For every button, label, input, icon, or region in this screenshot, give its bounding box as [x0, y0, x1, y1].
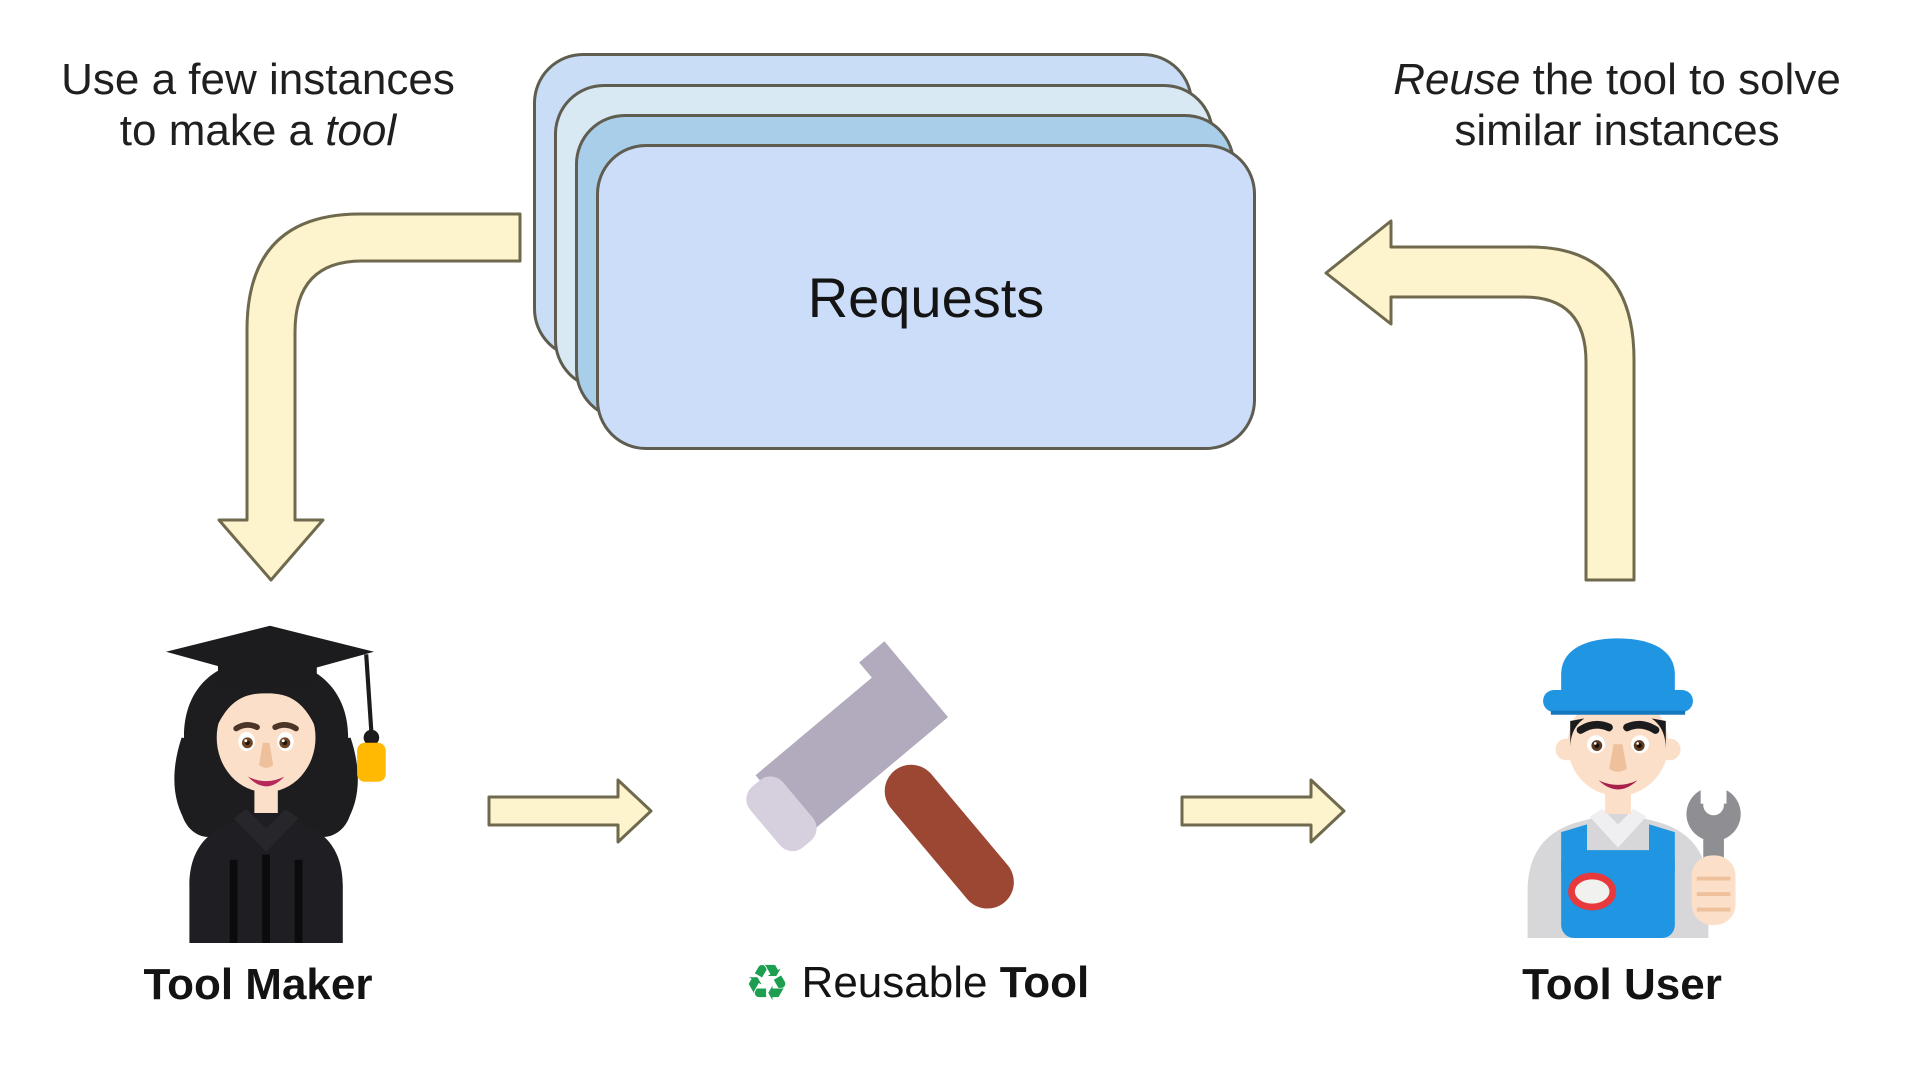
eyebrows — [233, 722, 299, 732]
cap — [1543, 638, 1693, 715]
reusable-tool-figure — [746, 630, 1082, 960]
note-reuse-tool-line1: Reuse the tool to solve — [1393, 55, 1841, 104]
gown-pleats — [229, 854, 303, 943]
arrow-maker-to-tool — [487, 778, 653, 844]
arrow-tool-to-user — [1180, 778, 1346, 844]
face — [216, 683, 316, 793]
reusable-tool-label-text: Reusable Tool — [801, 958, 1090, 1007]
note-make-tool-line2: to make a tool — [119, 106, 397, 156]
recycling-symbol-icon: ♻ — [744, 954, 790, 1012]
collar — [1589, 808, 1647, 848]
hair-fringe — [216, 677, 316, 728]
sideburns — [1570, 718, 1666, 750]
reusable-tool-label: ♻ Reusable Tool — [667, 958, 1167, 1008]
overalls — [1561, 824, 1675, 938]
arrow-requests-to-maker — [217, 212, 522, 582]
tool-maker-figure — [140, 618, 400, 943]
fist — [1691, 855, 1736, 926]
hammer-head — [755, 641, 949, 836]
note-reuse-tool-line2: similar instances — [1454, 106, 1780, 156]
mouth — [1598, 780, 1638, 790]
tool-user-figure — [1488, 628, 1748, 938]
badge — [1568, 872, 1617, 911]
man-mechanic-emoji — [1527, 638, 1741, 938]
requests-label: Requests — [807, 265, 1045, 329]
note-make-tool: Use a few instances to make a tool — [18, 54, 498, 157]
nose — [1609, 744, 1627, 772]
tool-maker-label: Tool Maker — [143, 960, 373, 1009]
eyes — [1587, 735, 1649, 754]
tool-user-label: Tool User — [1522, 960, 1722, 1009]
nose — [259, 742, 274, 768]
note-make-tool-line1: Use a few instances — [61, 55, 455, 104]
hammer-emoji — [746, 641, 1014, 909]
hammer-face — [746, 776, 817, 852]
tassel — [357, 654, 386, 782]
note-reuse-tool: Reuse the tool to solve similar instance… — [1352, 54, 1882, 157]
eyes — [238, 731, 294, 752]
neck — [254, 789, 278, 813]
hammer-handle — [884, 764, 1014, 909]
hair-locks — [174, 737, 358, 828]
gown-collar — [233, 809, 299, 852]
request-card-front: Requests — [596, 144, 1256, 450]
arrow-user-to-requests — [1324, 219, 1636, 582]
mortarboard — [166, 625, 374, 686]
eyebrows — [1576, 720, 1660, 734]
woman-graduate-emoji — [166, 625, 386, 943]
mouth — [247, 776, 285, 787]
